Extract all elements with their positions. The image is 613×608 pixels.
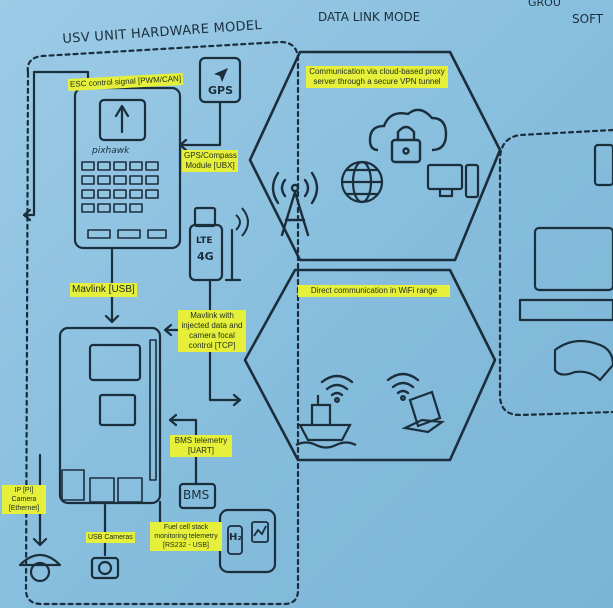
lte-label: LTE [196,236,213,246]
mavlink-usb-label: Mavlink [USB] [70,283,137,297]
software-title-partial: SOFT [572,12,604,26]
cell-tower-icon [271,171,319,237]
hexagon-lower [243,268,497,462]
hexagon-upper [248,50,502,262]
ip-camera-label: IP [PI] Camera [Ethernet] [2,485,46,514]
wifi-link-label: Direct communication in WiFi range [298,285,450,297]
raspberry-pi-board [58,326,162,505]
globe-icon [340,160,384,204]
antenna-icon [235,207,249,237]
cloud-lock-icon [368,108,448,164]
data-link-title: DATA LINK MODE [318,10,421,24]
tablet-device [593,143,613,187]
gps-label: GPS [208,84,234,97]
pixhawk-board [73,86,182,250]
gps-icon [214,68,228,82]
mavlink-tcp-label: Mavlink with injected data and camera fo… [178,310,246,352]
laptop-icon [401,390,446,434]
h2-label: H₂ [229,532,242,543]
laptop-device [533,226,613,292]
boat-icon [295,395,357,449]
ground-station-title-partial: GROU [528,0,561,9]
fuel-cell-label: Fuel cell stack monitoring telemetry [RS… [150,522,222,551]
lte-4g-label: 4G [197,250,214,263]
usv-unit-boundary [24,40,300,606]
usb-cameras-label: USB Cameras [86,532,135,543]
pixhawk-label: pixhawk [92,146,130,156]
gps-compass-label: GPS/Compass Module [UBX] [182,150,238,172]
cloud-link-label: Communication via cloud-based proxy serv… [306,66,448,88]
desktop-icon [426,163,480,199]
bms-box [178,482,217,510]
bms-telemetry-label: BMS telemetry [UART] [170,435,232,457]
ground-station-boundary [498,128,613,417]
bms-label: BMS [183,488,210,502]
wifi-icon [320,372,420,404]
